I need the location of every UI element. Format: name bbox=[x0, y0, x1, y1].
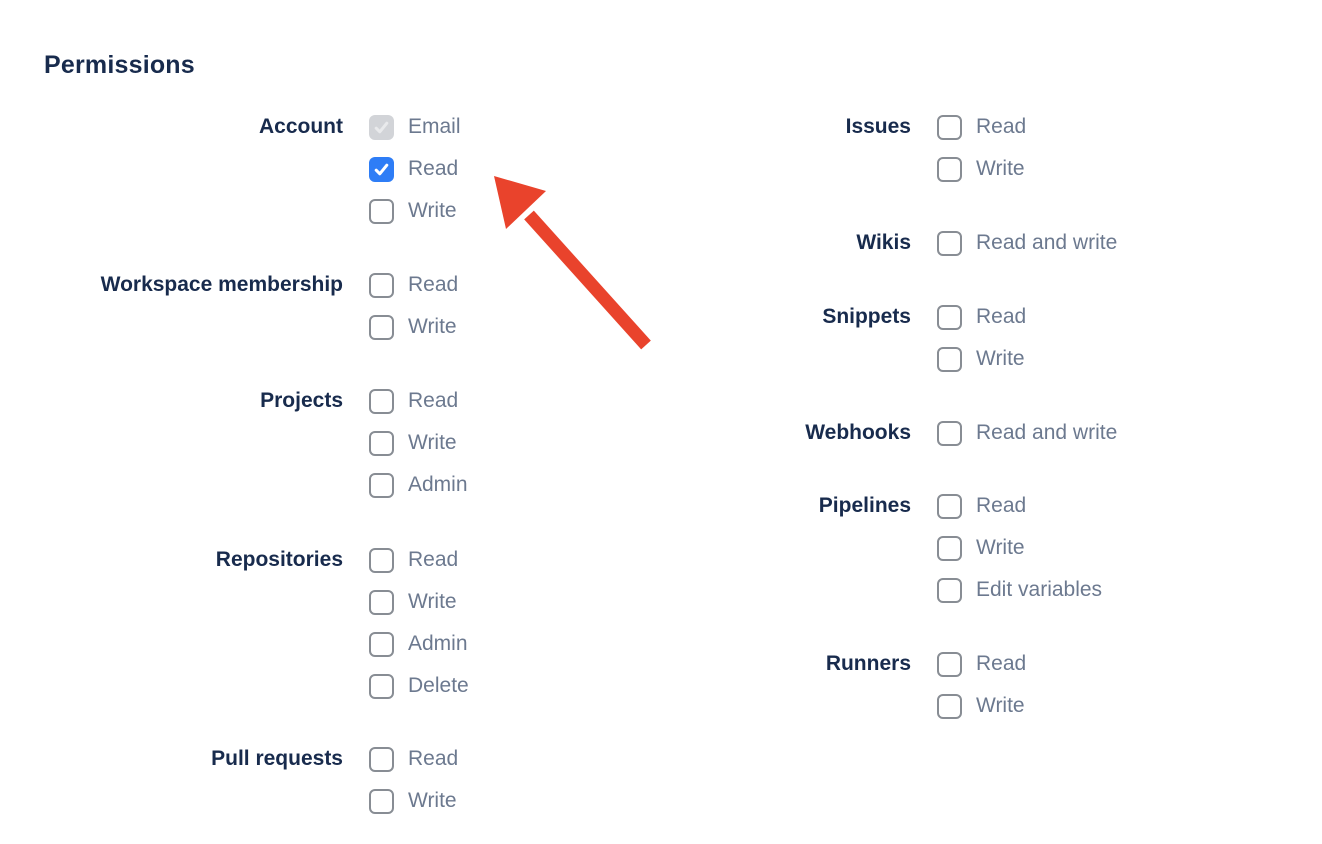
option-row: Read bbox=[369, 388, 468, 414]
checkbox-label-repositories-read[interactable]: Read bbox=[408, 548, 459, 571]
checkbox-label-account-write[interactable]: Write bbox=[408, 199, 457, 222]
checkbox-label-repositories-write[interactable]: Write bbox=[408, 590, 457, 613]
checkbox-repositories-write[interactable] bbox=[369, 589, 394, 615]
permission-group-webhooks: Webhooks Read and write bbox=[711, 420, 1117, 462]
option-row: Read bbox=[369, 156, 461, 182]
checkbox-label-account-read[interactable]: Read bbox=[408, 157, 459, 180]
permission-group-runners: Runners Read Write bbox=[711, 651, 1026, 735]
checkbox-snippets-read[interactable] bbox=[937, 304, 962, 330]
checkbox-repositories-admin[interactable] bbox=[369, 631, 394, 657]
permission-group-issues: Issues Read Write bbox=[711, 114, 1026, 198]
checkbox-label-projects-write[interactable]: Write bbox=[408, 431, 457, 454]
checkbox-issues-read[interactable] bbox=[937, 114, 962, 140]
checkbox-workspace-write[interactable] bbox=[369, 314, 394, 340]
option-row: Admin bbox=[369, 631, 469, 657]
checkbox-projects-write[interactable] bbox=[369, 430, 394, 456]
checkbox-label-webhooks-read-and-write[interactable]: Read and write bbox=[976, 421, 1118, 444]
checkbox-label-runners-read[interactable]: Read bbox=[976, 652, 1027, 675]
group-label-projects: Projects bbox=[260, 389, 343, 412]
group-label-webhooks: Webhooks bbox=[805, 421, 911, 444]
checkbox-webhooks-read-and-write[interactable] bbox=[937, 420, 962, 446]
group-label-account: Account bbox=[259, 115, 343, 138]
checkbox-label-snippets-write[interactable]: Write bbox=[976, 347, 1025, 370]
checkbox-label-workspace-write[interactable]: Write bbox=[408, 315, 457, 338]
checkbox-label-pipelines-edit-variables[interactable]: Edit variables bbox=[976, 578, 1103, 601]
option-row: Read bbox=[369, 272, 458, 298]
checkbox-issues-write[interactable] bbox=[937, 156, 962, 182]
checkbox-pull-requests-write[interactable] bbox=[369, 788, 394, 814]
option-row: Read bbox=[937, 493, 1102, 519]
group-label-runners: Runners bbox=[825, 652, 911, 675]
permission-group-account: Account Email Read Write bbox=[100, 114, 461, 240]
option-row: Read and write bbox=[937, 230, 1117, 256]
permission-group-pipelines: Pipelines Read Write Edit variables bbox=[711, 493, 1102, 619]
checkbox-runners-write[interactable] bbox=[937, 693, 962, 719]
option-row: Write bbox=[937, 693, 1026, 719]
option-row: Delete bbox=[369, 673, 469, 699]
checkbox-pull-requests-read[interactable] bbox=[369, 746, 394, 772]
checkbox-label-projects-admin[interactable]: Admin bbox=[408, 473, 468, 496]
option-row: Read bbox=[937, 304, 1026, 330]
checkbox-pipelines-read[interactable] bbox=[937, 493, 962, 519]
option-row: Write bbox=[369, 589, 469, 615]
option-row: Read bbox=[937, 651, 1026, 677]
checkbox-label-pipelines-write[interactable]: Write bbox=[976, 536, 1025, 559]
option-row: Admin bbox=[369, 472, 468, 498]
checkbox-pipelines-write[interactable] bbox=[937, 535, 962, 561]
checkbox-label-wikis-read-and-write[interactable]: Read and write bbox=[976, 231, 1118, 254]
permission-group-snippets: Snippets Read Write bbox=[711, 304, 1026, 388]
checkbox-snippets-write[interactable] bbox=[937, 346, 962, 372]
option-row: Write bbox=[369, 314, 458, 340]
checkbox-label-pipelines-read[interactable]: Read bbox=[976, 494, 1027, 517]
group-label-pull-requests: Pull requests bbox=[211, 747, 343, 770]
option-row: Email bbox=[369, 114, 461, 140]
checkbox-label-issues-read[interactable]: Read bbox=[976, 115, 1027, 138]
checkbox-runners-read[interactable] bbox=[937, 651, 962, 677]
checkbox-label-projects-read[interactable]: Read bbox=[408, 389, 459, 412]
option-row: Write bbox=[369, 788, 458, 814]
checkbox-label-pull-requests-read[interactable]: Read bbox=[408, 747, 459, 770]
checkbox-label-repositories-admin[interactable]: Admin bbox=[408, 632, 468, 655]
permission-group-workspace-membership: Workspace membership Read Write bbox=[100, 272, 458, 356]
checkbox-repositories-read[interactable] bbox=[369, 547, 394, 573]
checkbox-label-pull-requests-write[interactable]: Write bbox=[408, 789, 457, 812]
group-label-repositories: Repositories bbox=[215, 548, 343, 571]
option-row: Read and write bbox=[937, 420, 1117, 446]
checkbox-account-write[interactable] bbox=[369, 198, 394, 224]
checkbox-label-snippets-read[interactable]: Read bbox=[976, 305, 1027, 328]
page-title: Permissions bbox=[44, 51, 195, 79]
checkbox-pipelines-edit-variables[interactable] bbox=[937, 577, 962, 603]
checkbox-label-email[interactable]: Email bbox=[408, 115, 461, 138]
checkbox-label-runners-write[interactable]: Write bbox=[976, 694, 1025, 717]
permission-group-wikis: Wikis Read and write bbox=[711, 230, 1117, 272]
option-row: Read bbox=[369, 746, 458, 772]
permission-group-pull-requests: Pull requests Read Write bbox=[100, 746, 458, 830]
option-row: Write bbox=[937, 346, 1026, 372]
checkbox-projects-admin[interactable] bbox=[369, 472, 394, 498]
checkbox-label-repositories-delete[interactable]: Delete bbox=[408, 674, 469, 697]
checkbox-account-read[interactable] bbox=[369, 156, 394, 182]
group-label-pipelines: Pipelines bbox=[818, 494, 911, 517]
permission-group-repositories: Repositories Read Write Admin Delete bbox=[100, 547, 469, 715]
checkbox-projects-read[interactable] bbox=[369, 388, 394, 414]
option-row: Write bbox=[369, 198, 461, 224]
group-label-wikis: Wikis bbox=[856, 231, 911, 254]
option-row: Write bbox=[369, 430, 468, 456]
checkbox-label-workspace-read[interactable]: Read bbox=[408, 273, 459, 296]
group-label-snippets: Snippets bbox=[822, 305, 911, 328]
checkbox-wikis-read-and-write[interactable] bbox=[937, 230, 962, 256]
option-row: Write bbox=[937, 156, 1026, 182]
option-row: Write bbox=[937, 535, 1102, 561]
checkbox-account-email[interactable] bbox=[369, 114, 394, 140]
checkbox-repositories-delete[interactable] bbox=[369, 673, 394, 699]
option-row: Edit variables bbox=[937, 577, 1102, 603]
permission-group-projects: Projects Read Write Admin bbox=[100, 388, 468, 514]
checkbox-workspace-read[interactable] bbox=[369, 272, 394, 298]
group-label-issues: Issues bbox=[845, 115, 911, 138]
checkbox-label-issues-write[interactable]: Write bbox=[976, 157, 1025, 180]
option-row: Read bbox=[937, 114, 1026, 140]
group-label-workspace-membership: Workspace membership bbox=[100, 273, 343, 296]
option-row: Read bbox=[369, 547, 469, 573]
